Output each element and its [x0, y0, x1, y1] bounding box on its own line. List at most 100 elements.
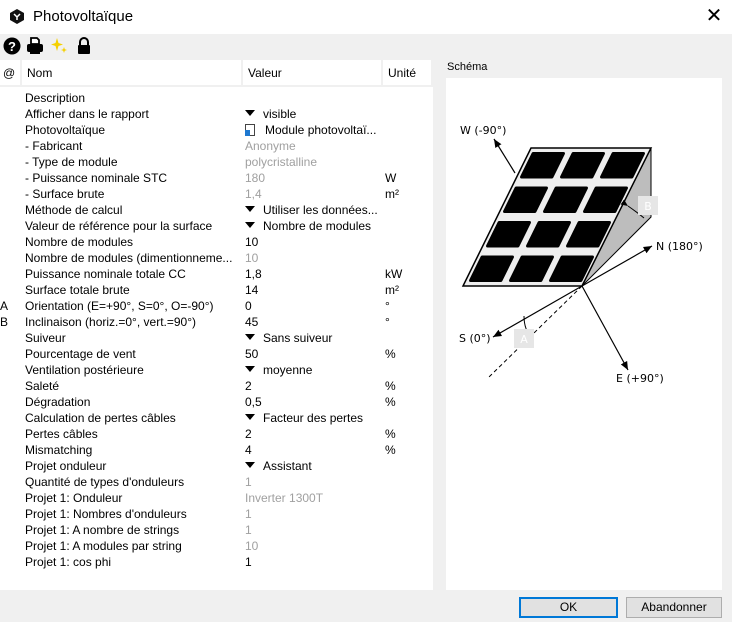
row-marker: B — [0, 315, 9, 329]
row-name: Pourcentage de vent — [25, 347, 136, 361]
west-label: W (-90°) — [460, 124, 506, 137]
south-arrow — [492, 285, 583, 338]
solar-panel-diagram: A B W (-90°) N (180°) S (0°) E (+90°) — [459, 124, 703, 385]
row-value-dropdown[interactable]: visible — [245, 106, 385, 122]
row-value-dropdown[interactable]: Assistant — [245, 458, 385, 474]
column-header-at[interactable]: @ — [0, 60, 22, 87]
row-value: 1 — [245, 506, 385, 522]
row-value-text: 45 — [245, 315, 259, 329]
row-unit: % — [385, 395, 396, 409]
dialog-footer: OK Abandonner — [0, 590, 732, 622]
row-name: Quantité de types d'onduleurs — [25, 475, 185, 489]
row-value[interactable]: 14 — [245, 282, 385, 298]
lock-icon[interactable] — [75, 37, 93, 55]
row-name: Orientation (E=+90°, S=0°, O=-90°) — [25, 299, 214, 313]
row-value: 180 — [245, 170, 385, 186]
row-value[interactable]: 1,8 — [245, 266, 385, 282]
row-value: 10 — [245, 538, 385, 554]
solar-cell — [543, 186, 588, 213]
row-name: Mismatching — [25, 443, 93, 457]
dropdown-arrow-icon[interactable] — [245, 462, 255, 468]
cancel-button[interactable]: Abandonner — [626, 597, 722, 618]
row-value-dropdown[interactable]: moyenne — [245, 362, 385, 378]
table-row[interactable]: Méthode de calcul Utiliser les données... — [0, 202, 433, 218]
row-value[interactable]: 2 — [245, 378, 385, 394]
row-unit: ° — [385, 299, 390, 313]
help-icon[interactable]: ? — [3, 37, 21, 55]
row-value-dropdown[interactable]: Facteur des pertes — [245, 410, 385, 426]
close-button[interactable]: ✕ — [705, 5, 723, 27]
splitter[interactable] — [433, 60, 445, 590]
print-icon[interactable] — [26, 37, 44, 55]
ok-button[interactable]: OK — [519, 597, 618, 618]
column-header-value[interactable]: Valeur — [243, 60, 383, 87]
module-database-icon[interactable] — [245, 124, 255, 136]
row-marker: A — [0, 299, 9, 313]
row-name: Méthode de calcul — [25, 203, 123, 217]
table-row[interactable]: Photovoltaïque Module photovoltaï... — [0, 122, 433, 138]
marker-b-box — [638, 196, 658, 215]
solar-cell — [486, 221, 531, 248]
row-value[interactable]: 10 — [245, 234, 385, 250]
row-value-text: Facteur des pertes — [263, 411, 364, 425]
row-value: polycristalline — [245, 154, 385, 170]
column-header-name[interactable]: Nom — [22, 60, 243, 87]
column-header-unit[interactable]: Unité — [383, 60, 433, 87]
dropdown-arrow-icon[interactable] — [245, 206, 255, 212]
row-value[interactable]: 0,5 — [245, 394, 385, 410]
row-value: 1 — [245, 522, 385, 538]
row-value-dropdown[interactable]: Sans suiveur — [245, 330, 385, 346]
row-value-dropdown[interactable]: Nombre de modules — [245, 218, 385, 234]
row-value-text: 50 — [245, 347, 259, 361]
wizard-sparkle-icon[interactable] — [50, 37, 68, 55]
row-value-dropdown[interactable]: Utiliser les données... — [245, 202, 385, 218]
dropdown-arrow-icon[interactable] — [245, 414, 255, 420]
table-row[interactable]: A Orientation (E=+90°, S=0°, O=-90°) 0° — [0, 298, 433, 314]
row-name: Photovoltaïque — [25, 123, 106, 137]
dropdown-arrow-icon[interactable] — [245, 222, 255, 228]
dropdown-arrow-icon[interactable] — [245, 334, 255, 340]
row-value[interactable]: 4 — [245, 442, 385, 458]
row-value[interactable]: 45 — [245, 314, 385, 330]
row-value[interactable]: 50 — [245, 346, 385, 362]
table-row[interactable]: Description — [0, 90, 433, 106]
table-row[interactable]: Nombre de modules (dimentionneme...10 — [0, 250, 433, 266]
row-value[interactable]: 0 — [245, 298, 385, 314]
row-name: Pertes câbles — [25, 427, 98, 441]
solar-cell — [509, 255, 554, 282]
dropdown-arrow-icon[interactable] — [245, 110, 255, 116]
dropdown-arrow-icon[interactable] — [245, 366, 255, 372]
row-value[interactable]: 1 — [245, 554, 385, 570]
row-value-text: 10 — [245, 539, 259, 553]
solar-cell — [600, 152, 645, 179]
row-value[interactable]: Module photovoltaï... — [245, 122, 385, 138]
row-value: 1,4 — [245, 186, 385, 202]
toolbar: ? — [0, 34, 732, 60]
row-value[interactable]: 2 — [245, 426, 385, 442]
